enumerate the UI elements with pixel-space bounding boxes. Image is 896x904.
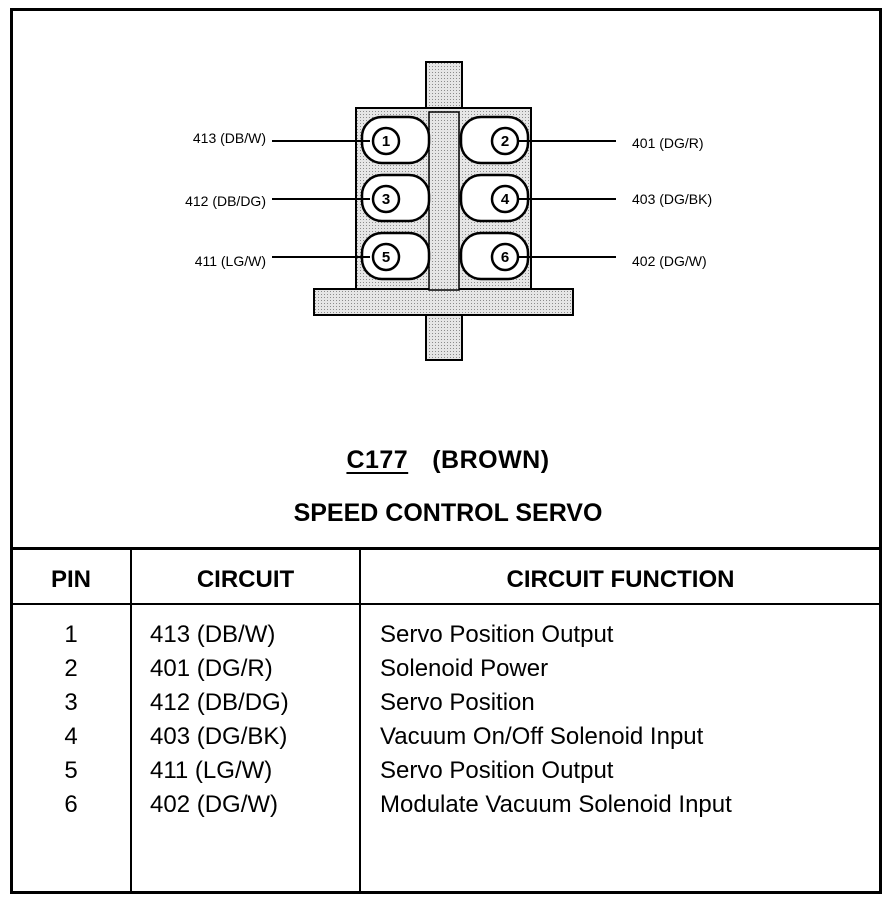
pin-circle-2 [490, 126, 520, 156]
cell-function: Servo Position Output [380, 621, 614, 648]
table-row: 6 402 (DG/W) Modulate Vacuum Solenoid In… [10, 788, 882, 822]
cell-pin: 5 [64, 757, 78, 784]
table-row: 4 403 (DG/BK) Vacuum On/Off Solenoid Inp… [10, 720, 882, 754]
cell-circuit: 401 (DG/R) [150, 655, 273, 682]
connector-flange [313, 288, 574, 316]
pin-number-4: 4 [501, 191, 510, 208]
table-row: 1 413 (DB/W) Servo Position Output [10, 618, 882, 652]
cell-circuit: 413 (DB/W) [150, 621, 276, 648]
wire-label-pin-1: 413 (DB/W) [193, 130, 266, 146]
pin-number-1: 1 [382, 133, 390, 150]
wire-label-pin-4: 403 (DG/BK) [632, 191, 712, 207]
cell-pin: 1 [64, 621, 78, 648]
connector-color: (BROWN) [432, 446, 550, 474]
cell-function: Solenoid Power [380, 655, 549, 682]
pin-number-5: 5 [382, 249, 390, 266]
cell-circuit: 411 (LG/W) [150, 757, 273, 784]
header-pin: PIN [50, 566, 91, 593]
header-circuit: CIRCUIT [196, 566, 295, 593]
table-column-divider [359, 550, 361, 894]
table-column-divider [130, 550, 132, 894]
cell-function: Vacuum On/Off Solenoid Input [380, 723, 704, 750]
table-row: 3 412 (DB/DG) Servo Position [10, 686, 882, 720]
cell-pin: 6 [64, 791, 78, 818]
pin-circle-4 [490, 184, 520, 214]
pin-circle-6 [490, 242, 520, 272]
table-row: 2 401 (DG/R) Solenoid Power [10, 652, 882, 686]
pin-circle-3 [371, 184, 401, 214]
pin-number-2: 2 [501, 133, 509, 150]
pin-circle-5 [371, 242, 401, 272]
cell-function: Servo Position [380, 689, 535, 716]
connector-code: C177 [346, 446, 409, 474]
wire-label-pin-2: 401 (DG/R) [632, 135, 704, 151]
header-circuit-function: CIRCUIT FUNCTION [506, 566, 735, 593]
wire-label-pin-5: 411 (LG/W) [195, 253, 266, 269]
cell-pin: 2 [64, 655, 78, 682]
component-name: SPEED CONTROL SERVO [293, 499, 603, 527]
table-top-rule [10, 547, 882, 550]
pin-number-3: 3 [382, 191, 390, 208]
connector-title: C177 (BROWN) [0, 446, 896, 475]
wire-label-pin-6: 402 (DG/W) [632, 253, 707, 269]
cell-function: Modulate Vacuum Solenoid Input [380, 791, 732, 818]
pin-table-body: 1 413 (DB/W) Servo Position Output 2 401… [10, 618, 882, 822]
wire-label-pin-3: 412 (DB/DG) [185, 193, 266, 209]
cell-pin: 4 [64, 723, 78, 750]
table-header-rule [10, 603, 882, 605]
table-row: 5 411 (LG/W) Servo Position Output [10, 754, 882, 788]
pin-number-6: 6 [501, 249, 509, 266]
cell-circuit: 402 (DG/W) [150, 791, 279, 818]
pin-circle-1 [371, 126, 401, 156]
cell-pin: 3 [64, 689, 78, 716]
cell-function: Servo Position Output [380, 757, 614, 784]
cell-circuit: 412 (DB/DG) [150, 689, 289, 716]
cell-circuit: 403 (DG/BK) [150, 723, 288, 750]
connector-divider [428, 111, 460, 291]
diagram-frame [10, 8, 882, 894]
